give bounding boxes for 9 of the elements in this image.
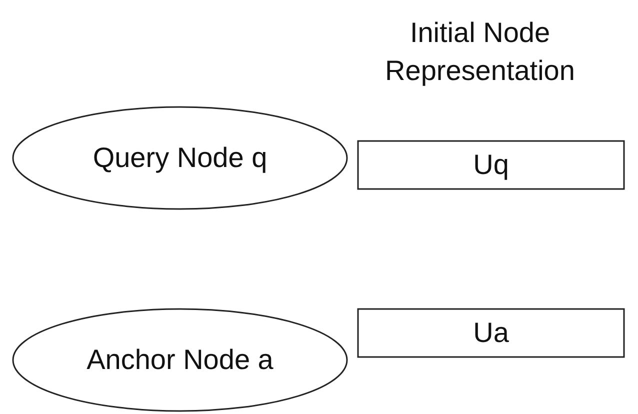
node-label: Anchor Node a bbox=[86, 344, 274, 376]
ellipse-node bbox=[12, 106, 348, 210]
representation-box bbox=[357, 308, 625, 358]
representation-box bbox=[357, 140, 625, 190]
column-heading: Initial Node Representation bbox=[384, 16, 576, 88]
ellipse-node bbox=[12, 308, 348, 412]
node-label: Uq bbox=[473, 149, 509, 181]
node-label: Query Node q bbox=[92, 142, 268, 174]
node-label: Ua bbox=[473, 317, 509, 349]
